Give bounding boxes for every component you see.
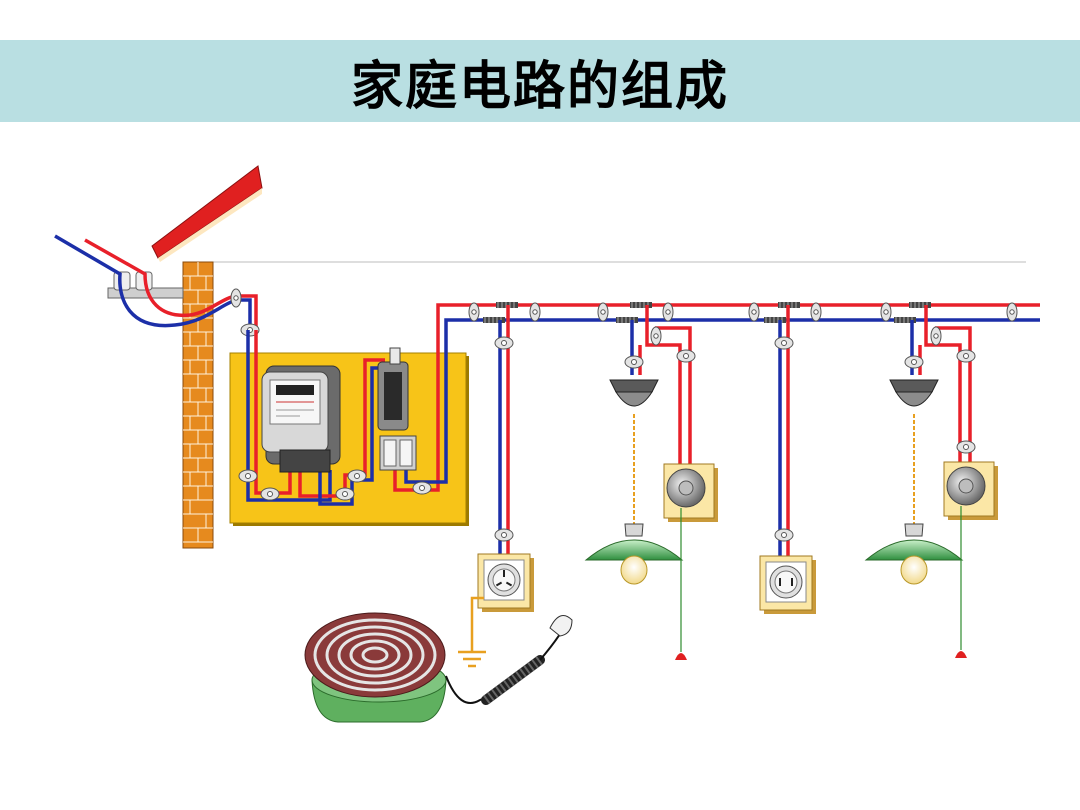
- brick-wall: [182, 261, 214, 549]
- ceiling-lamp: [584, 379, 684, 585]
- title-band: 家庭电路的组成: [0, 40, 1080, 122]
- socket-2: [759, 555, 816, 614]
- ceiling-lamp-2: [864, 379, 964, 585]
- roof: [151, 165, 263, 262]
- socket: [477, 553, 534, 612]
- stove-plug: [445, 615, 573, 705]
- slide-title: 家庭电路的组成: [350, 56, 729, 117]
- main-switch: [377, 347, 409, 431]
- electric-stove: [304, 612, 447, 723]
- ground-symbol: [458, 596, 486, 668]
- pull-switch-2: [943, 461, 998, 658]
- fuse-box: [379, 435, 417, 471]
- pull-switch: [663, 463, 718, 660]
- electric-meter: [261, 365, 341, 473]
